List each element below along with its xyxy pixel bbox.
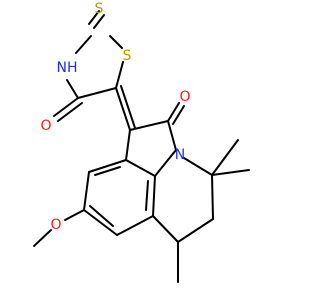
atom-s-ring: S (123, 48, 132, 64)
bond-ar-o (64, 209, 85, 221)
bond-c4-n (183, 157, 213, 176)
bond-c3a-c3 (125, 129, 131, 161)
molecule-structure: S NH S O O N O (0, 0, 300, 300)
bond-c4-nh (66, 79, 79, 99)
atom-o-methoxy: O (50, 217, 61, 233)
bond-ar-inner-3 (145, 180, 149, 211)
bond-lactam-co-2 (172, 105, 185, 125)
bond-ar-5 (152, 175, 156, 217)
bond-cc-exo-1 (115, 87, 131, 131)
bond-c2-nh (75, 35, 92, 54)
bond-c5-c4 (77, 87, 117, 99)
bond-co-double-1 (53, 97, 79, 117)
bond-c5-c4 (211, 174, 214, 220)
bond-ar-inner-2 (89, 205, 114, 227)
bond-c4-methyl-1 (211, 169, 250, 176)
bond-lactam-co-1 (167, 102, 180, 122)
atom-n-ring: N (175, 147, 185, 163)
atom-s-thione: S (95, 1, 104, 17)
atom-labels: S NH S O O N O (40, 1, 190, 233)
bond-c2-s (109, 35, 123, 49)
bond-s-c5 (115, 61, 124, 89)
bond-cs-double-1 (88, 10, 100, 25)
bond-c4-methyl-2 (211, 139, 239, 176)
bond-n-c8a (154, 149, 177, 177)
bond-ar-1 (88, 159, 127, 173)
bond-c6-c5 (177, 218, 214, 243)
atom-o-thiazolidinone: O (40, 118, 51, 134)
bond-cc-exo-2 (120, 85, 136, 129)
atom-o-lactam: O (179, 89, 190, 105)
bond-ar-4 (116, 215, 154, 236)
bond-c2-n (167, 120, 177, 151)
bond-c8a-c3a (125, 159, 156, 177)
bond-c5a-c6 (152, 215, 179, 243)
bond-cs-double-2 (93, 14, 105, 29)
bond-co-double-2 (57, 102, 83, 122)
atom-nh: NH (57, 60, 78, 76)
bond-ar-3 (83, 209, 118, 236)
bond-o-ch3 (33, 229, 52, 247)
bond-ar-2 (83, 171, 90, 211)
bond-ar-inner-1 (94, 166, 121, 176)
bonds (33, 10, 250, 283)
bond-c3-c2 (129, 120, 169, 131)
background (0, 0, 300, 300)
